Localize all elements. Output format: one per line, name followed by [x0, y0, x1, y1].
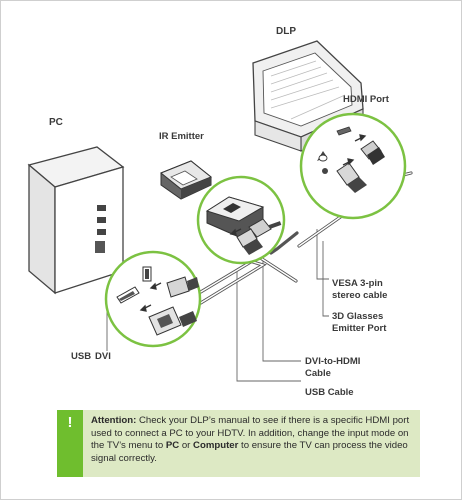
note-pc-term: PC [165, 440, 180, 451]
note-icon-glyph: ! [67, 414, 73, 431]
hdmi-port-label: HDMI Port [343, 94, 390, 105]
usb-label: USB [71, 351, 91, 362]
note-or: or [179, 440, 194, 451]
dlp-ports-zoom-circle [299, 112, 407, 220]
usb-cable-label: USB Cable [305, 387, 354, 398]
note-lead: Attention: [91, 415, 137, 426]
dvi-hdmi-cable-label-line1: DVI-to-HDMI [305, 356, 360, 367]
attention-note: ! Attention: Check your DLP’s manual to … [57, 410, 420, 477]
note-text-part1: Check your DLP’s manual to see if there … [91, 415, 410, 451]
note-computer-term: Computer [193, 440, 239, 451]
vesa-cable-label-line1: VESA 3-pin [332, 278, 383, 289]
note-body: Attention: Check your DLP’s manual to se… [83, 410, 420, 477]
emitter-ports-zoom-circle [196, 175, 286, 265]
pc-label: PC [49, 117, 63, 128]
glasses-port-label-line2: Emitter Port [332, 323, 387, 334]
note-text-part2: to ensure the TV can process the video s… [91, 440, 408, 464]
pc-ports-zoom-circle [104, 250, 202, 348]
ir-emitter-illustration [160, 160, 212, 200]
connection-diagram: DLP HDMI Port PC IR Emitter USB DVI VESA… [27, 26, 413, 398]
dlp-label: DLP [276, 26, 296, 37]
exclamation-icon: ! [57, 410, 83, 477]
vesa-cable-label-line2: stereo cable [332, 290, 387, 301]
pc-tower-illustration [27, 146, 125, 295]
ir-emitter-label: IR Emitter [159, 131, 204, 142]
dvi-hdmi-cable-label-line2: Cable [305, 368, 331, 379]
dvi-label: DVI [95, 351, 111, 362]
glasses-port-label-line1: 3D Glasses [332, 311, 383, 322]
